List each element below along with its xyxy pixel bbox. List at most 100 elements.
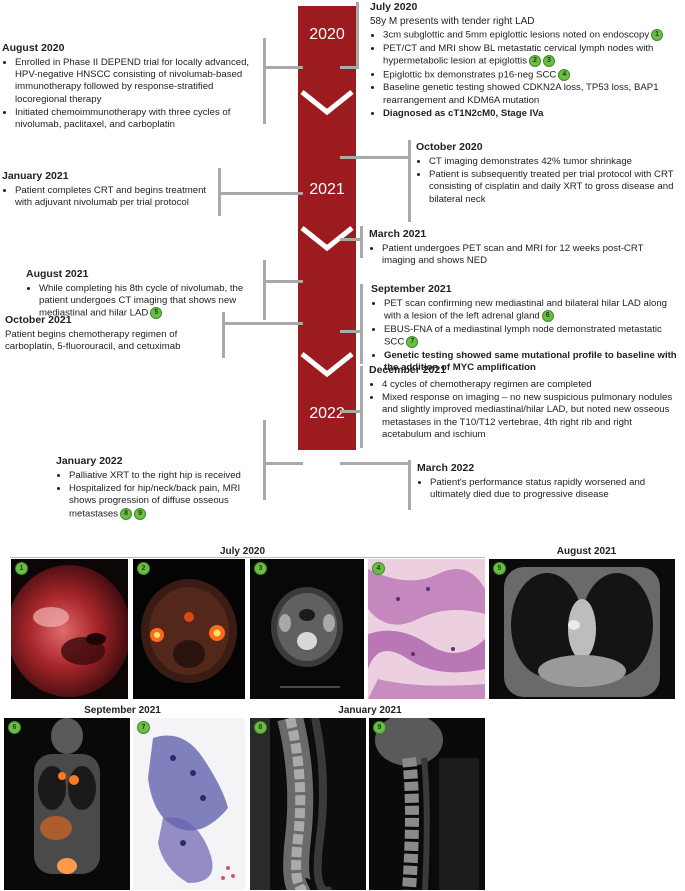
chevron-down-icon (300, 90, 354, 116)
panel-number: 7 (137, 721, 150, 734)
endoscopy-image: 1 (11, 559, 128, 699)
event-oct-2020: October 2020 CT imaging demonstrates 42%… (416, 141, 678, 207)
mri-neck-image: 3 (250, 559, 364, 699)
figure-ref-badge: 4 (558, 68, 571, 81)
event-item: Patient undergoes PET scan and MRI for 1… (382, 243, 669, 267)
figure-ref-badge: 6 (541, 310, 554, 323)
year-label-2022: 2022 (309, 405, 345, 422)
event-item: Genetic testing showed same mutational p… (384, 350, 677, 374)
event-item: 4 cycles of chemotherapy regimen are com… (382, 379, 677, 391)
event-text: Patient begins chemotherapy regimen of c… (5, 329, 181, 353)
event-list: Enrolled in Phase II DEPEND trial for lo… (2, 57, 264, 131)
year-label-2020: 2020 (309, 26, 345, 43)
chevron-down-icon (300, 226, 354, 252)
event-title: March 2022 (417, 462, 475, 474)
event-jan-2021: January 2021 Patient completes CRT and b… (2, 170, 216, 210)
event-dec-2021: December 2021 4 cycles of chemotherapy r… (369, 364, 677, 442)
event-item: Diagnosed as cT1N2cM0, Stage IVa (383, 108, 675, 120)
panel-number: 3 (254, 562, 267, 575)
event-item: 3cm subglottic and 5mm epiglottic lesion… (383, 29, 675, 42)
event-item: PET scan confirming new mediastinal and … (384, 298, 677, 323)
panel-number: 9 (373, 721, 386, 734)
event-item: Mixed response on imaging – no new suspi… (382, 392, 677, 441)
event-item: Baseline genetic testing showed CDKN2A l… (383, 82, 675, 106)
event-item-text: While completing his 8th cycle of nivolu… (39, 283, 244, 319)
event-item: Patient completes CRT and begins treatme… (15, 185, 216, 209)
section-label-jan-2021: January 2021 (338, 705, 402, 716)
section-label-aug-2021: August 2021 (556, 546, 617, 557)
event-item: PET/CT and MRI show BL metastatic cervic… (383, 43, 675, 68)
ct-chest-image: 5 (489, 559, 675, 699)
panel-number: 5 (493, 562, 506, 575)
event-item-text: EBUS-FNA of a mediastinal lymph node dem… (384, 323, 662, 348)
event-list: 4 cycles of chemotherapy regimen are com… (369, 379, 677, 441)
event-item: Hospitalized for hip/neck/back pain, MRI… (69, 483, 262, 520)
event-item-text: Epiglottic bx demonstrates p16-neg SCC (383, 69, 557, 81)
event-item-text: Patient completes CRT and begins treatme… (15, 185, 207, 209)
histology-image: 4 (368, 559, 485, 699)
event-item: Initiated chemoimmunotherapy with three … (15, 107, 264, 131)
section-label-sep-2021: September 2021 (84, 705, 161, 716)
event-title: August 2021 (26, 268, 89, 280)
event-title: January 2022 (56, 455, 123, 467)
event-list: PET scan confirming new mediastinal and … (371, 298, 677, 374)
event-mar-2022: March 2022 Patient's performance status … (417, 462, 679, 502)
pet-ct-body-image: 6 (4, 718, 130, 890)
event-item: EBUS-FNA of a mediastinal lymph node dem… (384, 324, 677, 349)
event-item-text: PET/CT and MRI show BL metastatic cervic… (383, 42, 654, 67)
event-item: Enrolled in Phase II DEPEND trial for lo… (15, 57, 264, 106)
section-label-jul-2020: July 2020 (219, 546, 266, 557)
event-item-text: Hospitalized for hip/neck/back pain, MRI… (69, 483, 241, 520)
panel-number: 4 (372, 562, 385, 575)
event-item: Patient's performance status rapidly wor… (430, 477, 679, 501)
event-item-text: Palliative XRT to the right hip is recei… (69, 470, 241, 481)
event-title: January 2021 (2, 170, 69, 182)
event-title: October 2021 (5, 314, 72, 326)
event-item-text: Genetic testing showed same mutational p… (384, 349, 677, 374)
panel-number: 2 (137, 562, 150, 575)
chevron-down-icon (300, 352, 354, 378)
event-sep-2021: September 2021 PET scan confirming new m… (371, 283, 677, 375)
mri-cervical-image: 9 (369, 718, 485, 890)
pet-ct-image: 2 (133, 559, 245, 699)
event-title: August 2020 (2, 42, 65, 54)
year-label-2021: 2021 (309, 181, 345, 198)
event-list: Patient undergoes PET scan and MRI for 1… (369, 243, 669, 267)
event-item-text: Initiated chemoimmunotherapy with three … (15, 106, 231, 131)
figure-ref-badge: 8 (120, 507, 133, 520)
event-list: Patient's performance status rapidly wor… (417, 477, 679, 501)
figure-ref-badge: 7 (406, 336, 419, 349)
panel-number: 1 (15, 562, 28, 575)
event-list: 3cm subglottic and 5mm epiglottic lesion… (370, 29, 675, 120)
event-aug-2020: August 2020 Enrolled in Phase II DEPEND … (2, 42, 264, 132)
panel-number: 8 (254, 721, 267, 734)
event-list: Palliative XRT to the right hip is recei… (56, 470, 262, 520)
event-item: While completing his 8th cycle of nivolu… (39, 283, 262, 320)
event-mar-2021: March 2021 Patient undergoes PET scan an… (369, 228, 669, 268)
figure-ref-badge: 9 (134, 507, 147, 520)
event-aug-2021: August 2021 While completing his 8th cyc… (26, 268, 262, 321)
event-item: Palliative XRT to the right hip is recei… (69, 470, 262, 482)
event-list: While completing his 8th cycle of nivolu… (26, 283, 262, 320)
event-jul-2020: July 2020 58y M presents with tender rig… (370, 1, 675, 121)
event-title: July 2020 (370, 1, 418, 13)
event-item-text: CT imaging demonstrates 42% tumor shrink… (429, 156, 632, 167)
figure-ref-badge: 1 (651, 29, 664, 41)
event-item-text: Patient undergoes PET scan and MRI for 1… (382, 243, 644, 267)
event-title: October 2020 (416, 141, 483, 153)
event-item-text: PET scan confirming new mediastinal and … (384, 298, 667, 322)
cytology-image: 7 (133, 718, 245, 890)
figure-ref-badge: 5 (150, 307, 163, 320)
event-list: Patient completes CRT and begins treatme… (2, 185, 216, 209)
event-title: March 2021 (369, 228, 427, 240)
event-item-text: Baseline genetic testing showed CDKN2A l… (383, 82, 659, 106)
event-oct-2021: October 2021 Patient begins chemotherapy… (5, 314, 219, 353)
figure-ref-badge: 2 (529, 54, 541, 67)
event-title: December 2021 (369, 364, 447, 376)
event-jan-2022: January 2022 Palliative XRT to the right… (56, 455, 262, 521)
figure-ref-badge: 3 (543, 54, 555, 67)
event-title: September 2021 (371, 283, 452, 295)
event-item-text: Patient is subsequently treated per tria… (429, 169, 674, 205)
event-item-text: Patient's performance status rapidly wor… (430, 477, 646, 501)
